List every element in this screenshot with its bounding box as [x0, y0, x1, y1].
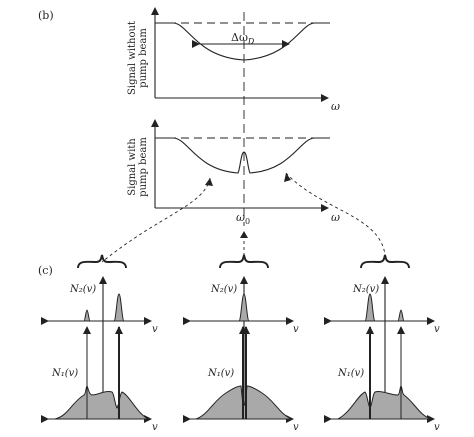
left-upper-small-peak: [83, 309, 91, 322]
lamb-dip-curve: [155, 137, 330, 174]
left-upper-large-peak: [113, 293, 125, 322]
center-n1-label: N₁(v): [207, 368, 234, 379]
population-diagram-left: N₂(v) N₁(v) v v: [41, 276, 158, 433]
left-lower-distribution: [54, 385, 150, 420]
panel-c-label: (c): [38, 264, 53, 277]
center-connector-arrowhead: [240, 231, 248, 238]
right-lower-distribution: [337, 385, 432, 420]
left-connector-arrow: [101, 177, 211, 263]
center-upper-v-symbol: v: [293, 324, 299, 335]
panel-b-label: (b): [38, 9, 54, 22]
right-connector-arrow: [285, 172, 386, 256]
center-lower-v-symbol: v: [293, 422, 299, 433]
right-brace: [360, 254, 410, 269]
top-y-axis-label-line1: Signal without: [127, 21, 138, 95]
doppler-width-label: ΔωD: [231, 31, 255, 46]
right-upper-v-symbol: v: [434, 324, 440, 335]
left-brace: [77, 254, 127, 269]
right-lower-v-symbol: v: [434, 422, 440, 433]
center-brace: [219, 254, 269, 269]
population-diagram-center: N₂(v) N₁(v) v v: [183, 276, 299, 433]
top-x-axis-symbol: ω: [331, 100, 340, 113]
left-connector-arrowhead: [205, 178, 213, 186]
bottom-y-axis-label-line1: Signal with: [127, 138, 138, 196]
left-lower-v-symbol: v: [152, 422, 158, 433]
plot-without-pump: ΔωD ω Signal without pump beam: [127, 7, 340, 113]
bottom-y-axis-label-line2: pump beam: [138, 137, 149, 197]
left-upper-v-symbol: v: [152, 324, 158, 335]
population-diagram-right: N₂(v) N₁(v) v v: [324, 276, 440, 433]
center-frequency-label: ω0: [236, 211, 250, 226]
right-n1-label: N₁(v): [337, 368, 364, 379]
doppler-dip-curve: [155, 22, 330, 61]
center-n2-label: N₂(v): [210, 284, 237, 295]
top-y-axis-label-line2: pump beam: [138, 28, 149, 88]
bottom-x-axis-symbol: ω: [331, 211, 340, 224]
left-n1-label: N₁(v): [51, 368, 78, 379]
right-connector-arrowhead: [284, 173, 291, 182]
right-upper-large-peak: [364, 293, 376, 322]
plot-with-pump: ω0 ω Signal with pump beam: [127, 119, 340, 226]
left-n2-label: N₂(v): [69, 284, 96, 295]
right-upper-small-peak: [397, 309, 405, 322]
right-n2-label: N₂(v): [352, 284, 379, 295]
center-upper-peak: [238, 293, 250, 322]
